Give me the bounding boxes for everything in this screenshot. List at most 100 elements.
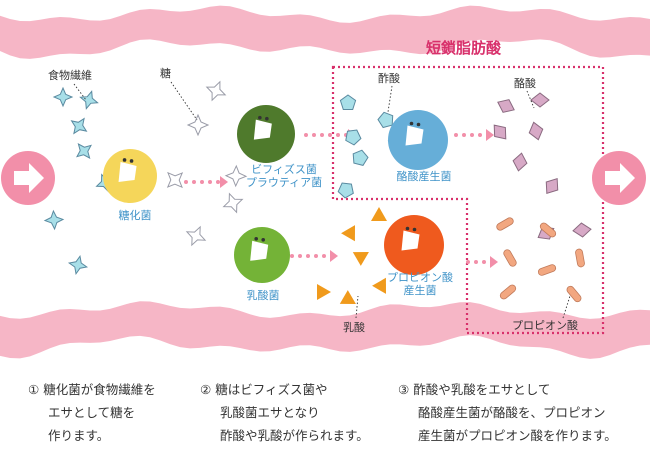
lactate-triangle xyxy=(317,284,331,300)
propionate-pill xyxy=(499,284,517,300)
step-1-line-2: エサとして糖を xyxy=(48,405,136,420)
lactate-triangle xyxy=(352,252,369,266)
wall-top xyxy=(0,5,650,59)
sugar-star xyxy=(222,192,244,214)
bifido-bacterium-mouth xyxy=(253,119,272,140)
propionate-pill xyxy=(537,264,557,276)
step-1-number: ① xyxy=(28,382,40,397)
leader-acetic xyxy=(387,85,393,113)
label-dietary-fiber: 食物繊維 xyxy=(48,69,92,82)
acid-rhombus xyxy=(528,121,544,141)
sugar-star xyxy=(166,171,184,189)
outflow-arrow-glyph xyxy=(605,163,635,193)
step-3-number: ③ xyxy=(398,382,410,397)
label-lactic-bacteria: 乳酸菌 xyxy=(246,289,280,302)
propionate-bacterium-eye-right xyxy=(412,227,417,232)
butyrate-bacterium-mouth xyxy=(405,125,424,146)
lactic-bacterium-eye-left xyxy=(254,237,258,241)
lactate-triangle xyxy=(372,277,386,294)
step-1: ① 糖化菌が食物繊維を エサとして糖を 作ります。 xyxy=(28,378,156,447)
label-propionate-line1: プロピオン酸 xyxy=(387,271,453,284)
acid-rhombus xyxy=(512,152,528,172)
lactate-triangle xyxy=(371,207,387,221)
label-propionate-producer: プロピオン酸 産生菌 xyxy=(387,271,453,297)
flow-butyrate-to-acid-head xyxy=(486,129,494,141)
label-bifido-bacteria: ビフィズス菌 プラウティア菌 xyxy=(245,163,323,189)
fiber-star xyxy=(67,254,89,276)
acid-rhombus xyxy=(545,177,559,195)
acid-rhombus xyxy=(572,222,592,238)
flow-lactic-to-lactate xyxy=(290,250,338,262)
butyrate-bacterium-eye-right xyxy=(416,122,421,127)
label-butyric-acid: 酪酸 xyxy=(514,77,536,90)
label-sugar: 糖 xyxy=(160,67,171,80)
acid-rhombus xyxy=(497,99,515,113)
intestine-wall xyxy=(0,5,650,359)
flow-sugar-to-bifido-head xyxy=(220,176,228,188)
fiber-star xyxy=(43,209,65,231)
leader-sugar xyxy=(170,81,198,121)
outflow-arrow xyxy=(592,151,646,205)
step-2-line-2: 乳酸菌エサとなり xyxy=(220,405,320,420)
leader-lactic xyxy=(355,295,359,319)
step-2-line-1: ② 糖はビフィズス菌や xyxy=(200,382,328,397)
butyrate-bacterium xyxy=(388,110,448,170)
lactic-bacterium-mouth xyxy=(250,240,269,261)
label-butyrate-producer: 酪酸産生菌 xyxy=(396,170,452,183)
lactate-triangle xyxy=(341,225,355,242)
sugar-star xyxy=(224,164,248,188)
fiber-star xyxy=(70,117,88,135)
flow-propionate-to-acid-head xyxy=(490,256,498,268)
inflow-arrow-glyph xyxy=(14,163,44,193)
label-bifido-line2: プラウティア菌 xyxy=(245,175,323,189)
step-3-line-2: 酪酸産生菌が酪酸を、プロピオン xyxy=(418,405,606,420)
acetate-pentagon xyxy=(339,94,357,110)
label-lactic-acid: 乳酸 xyxy=(343,321,365,334)
flow-lactic-to-lactate-head xyxy=(330,250,338,262)
lactic-bacterium-eye-right xyxy=(261,238,266,242)
propionate-pill xyxy=(539,222,557,238)
propionate-bacterium xyxy=(384,215,444,275)
propionate-pill xyxy=(503,249,517,267)
step-3: ③ 酢酸や乳酸をエサとして 酪酸産生菌が酪酸を、プロピオン 産生菌がプロピオン酸… xyxy=(398,378,617,447)
sugar-star xyxy=(205,80,227,102)
acid-rhombus xyxy=(530,92,550,108)
propionate-pill xyxy=(566,285,582,303)
leader-butyric xyxy=(526,90,535,109)
step-2-number: ② xyxy=(200,382,212,397)
acetate-pentagon xyxy=(377,111,394,129)
frame-border xyxy=(331,65,605,335)
step-2-line-3: 酢酸や乳酸が作られます。 xyxy=(220,428,369,443)
acid-rhombus xyxy=(493,124,507,140)
leader-lines xyxy=(73,81,571,319)
saccharifying-bacterium xyxy=(103,149,157,203)
label-propionate-line2: 産生菌 xyxy=(403,283,437,297)
saccharifying-bacterium-eye-right xyxy=(129,159,134,163)
propionate-bacterium-mouth xyxy=(401,230,420,251)
flow-propionate-to-acid xyxy=(466,256,498,268)
wall-bottom xyxy=(0,301,650,359)
bifido-bacterium-eye-left xyxy=(258,115,262,120)
label-propionic-acid: プロピオン酸 xyxy=(512,319,578,332)
short-chain-fatty-acid-frame xyxy=(331,65,605,335)
saccharifying-bacterium-mouth xyxy=(118,161,137,182)
sugar-star xyxy=(186,113,210,137)
propionate-pill xyxy=(496,217,514,231)
acetate-pentagon xyxy=(345,129,362,146)
step-1-line-3: 作ります。 xyxy=(48,428,110,443)
bacteria xyxy=(103,105,448,283)
title-short-chain-fatty-acids: 短鎖脂肪酸 xyxy=(426,39,502,57)
bifido-bacterium xyxy=(237,105,295,163)
fiber-star xyxy=(79,90,99,110)
step-1-line-1: ① 糖化菌が食物繊維を xyxy=(28,382,156,397)
saccharifying-bacterium-eye-left xyxy=(122,158,127,162)
lactic-bacterium xyxy=(234,227,290,283)
sugar-star xyxy=(185,225,207,247)
bifido-bacterium-eye-right xyxy=(265,116,269,121)
label-acetic-acid-top: 酢酸 xyxy=(378,72,400,85)
label-bifido-line1: ビフィズス菌 xyxy=(251,163,317,176)
propionate-bacterium-eye-left xyxy=(405,226,410,231)
leader-propionic xyxy=(562,295,571,319)
propionate-pill xyxy=(575,248,585,268)
